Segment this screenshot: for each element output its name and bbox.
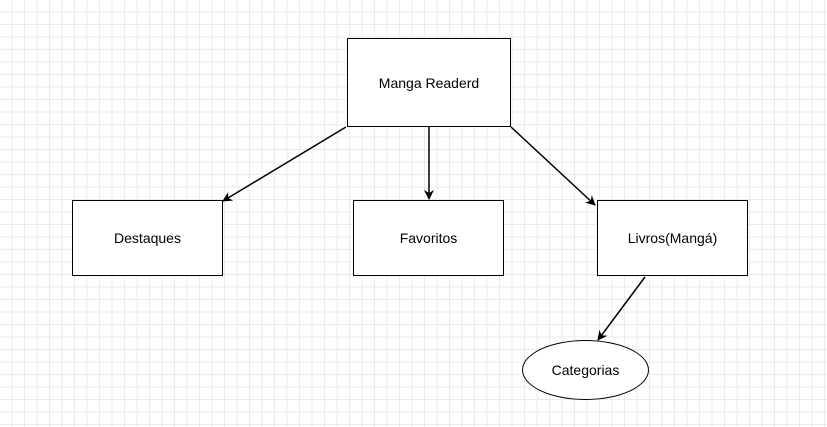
node-label: Favoritos xyxy=(399,230,458,246)
edge-root-livros xyxy=(510,126,596,206)
node-favoritos[interactable]: Favoritos xyxy=(353,200,504,276)
node-manga-reader[interactable]: Manga Readerd xyxy=(347,38,511,127)
node-label: Categorias xyxy=(551,362,620,378)
node-label: Manga Readerd xyxy=(378,74,480,91)
edge-livros-categorias xyxy=(597,276,646,341)
node-label: Destaques xyxy=(114,230,181,246)
edge-root-destaques xyxy=(222,126,347,202)
node-destaques[interactable]: Destaques xyxy=(72,200,223,276)
node-categorias[interactable]: Categorias xyxy=(522,340,649,400)
node-label: Livros(Mangá) xyxy=(627,230,718,246)
node-livros-manga[interactable]: Livros(Mangá) xyxy=(597,200,748,276)
